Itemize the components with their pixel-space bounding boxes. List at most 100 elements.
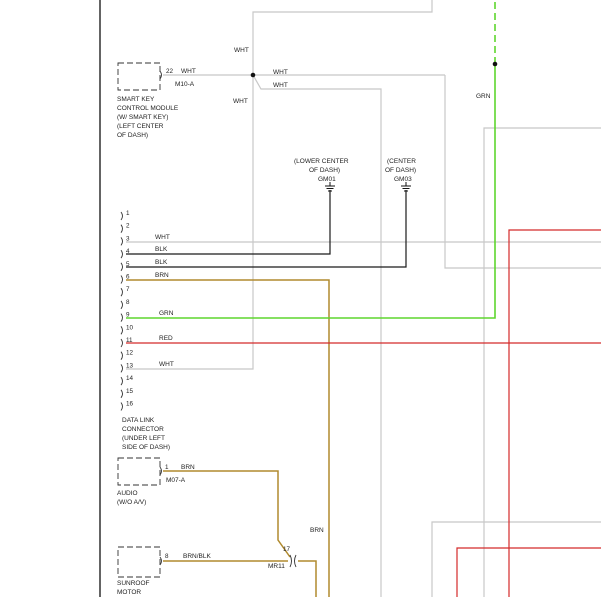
audio-name-line-2: (W/O A/V)	[117, 499, 146, 506]
dlc-pin-number: 12	[126, 350, 134, 357]
wire-label-brn-vertical: BRN	[310, 527, 324, 534]
dlc-pin-bump	[120, 237, 123, 246]
blk-wires	[126, 190, 407, 268]
component-boxes	[117, 62, 161, 578]
dlc-pin-bump	[120, 287, 123, 297]
wire-blk-pin5	[126, 190, 407, 268]
pin4-wire-label: BLK	[155, 246, 168, 253]
wire-label-wht-top: WHT	[234, 47, 249, 54]
ground-gm01-code: GM01	[318, 176, 336, 183]
smart-key-name-line-4: (LEFT CENTER	[117, 123, 164, 130]
dlc-pin-number: 6	[126, 274, 130, 281]
wht-wires	[126, 0, 601, 597]
dlc-pin-number: 15	[126, 388, 134, 395]
ground-gm03-line-2: OF DASH)	[385, 167, 416, 174]
smart-key-pin: 22	[166, 68, 174, 75]
dlc-pin-bump	[120, 249, 123, 259]
smart-key-name-line-1: SMART KEY	[117, 96, 155, 103]
sunroof-wire-label: BRN/BLK	[183, 553, 211, 560]
wire-label-wht-branch-1: WHT	[273, 69, 288, 76]
dlc-pin-number: 16	[126, 401, 134, 408]
ground-gm01-line-2: OF DASH)	[309, 167, 340, 174]
dlc-pin-bump	[120, 275, 123, 284]
dlc-pin-bump	[120, 338, 123, 348]
dlc-pin-number: 8	[126, 299, 130, 306]
audio-connector: M07-A	[166, 477, 186, 484]
ground-gm03-symbol	[401, 182, 411, 192]
dlc-pin-bump	[120, 351, 123, 360]
splice-grn	[492, 61, 498, 67]
ground-gm03-line-1: (CENTER	[387, 158, 416, 165]
dlc-pin-number: 3	[126, 235, 130, 242]
dlc-name-line-3: (UNDER LEFT	[122, 435, 165, 442]
dlc-pin-number: 2	[126, 223, 130, 230]
wire-wht-pin13	[126, 75, 254, 370]
splice-wht	[250, 72, 256, 78]
wire-blk-pin4	[126, 190, 331, 255]
ground-gm03-code: GM03	[394, 176, 412, 183]
pin13-wire-label: WHT	[159, 361, 174, 368]
wire-brn-audio	[163, 470, 291, 558]
smart-key-box	[117, 62, 161, 91]
dlc-pin-bump	[120, 300, 123, 310]
audio-wire-label: BRN	[181, 464, 195, 471]
dlc-pin-number: 9	[126, 312, 130, 319]
dlc-name-line-2: CONNECTOR	[122, 426, 164, 433]
connector-arcs	[159, 70, 162, 566]
wire-wht-right-lower	[431, 521, 601, 597]
sunroof-pin: 8	[165, 553, 169, 560]
wire-brn-mr11-out	[298, 560, 317, 597]
pin3-wire-label: WHT	[155, 234, 170, 241]
audio-box	[117, 457, 161, 486]
ground-gm01-symbol	[325, 182, 335, 192]
wire-wht-top-loop	[252, 0, 433, 75]
dlc-pin-number: 14	[126, 375, 134, 382]
wire-red-bottom	[456, 547, 601, 597]
smart-key-name-line-3: (W/ SMART KEY)	[117, 114, 168, 121]
grn-wires	[126, 0, 496, 319]
dlc-pin-number: 5	[126, 261, 130, 268]
mr11-pin: 17	[283, 546, 291, 553]
wire-brn-pin6	[126, 279, 330, 597]
wire-label-wht-down: WHT	[233, 98, 248, 105]
sunroof-name-line-2: MOTOR	[117, 589, 141, 596]
dlc-pin-bump	[120, 376, 123, 386]
smart-key-name-line-5: OF DASH)	[117, 132, 148, 139]
pin5-wire-label: BLK	[155, 259, 168, 266]
wire-grn-pin9	[126, 64, 496, 319]
dlc-pin-bump	[120, 389, 123, 399]
ground-gm01-line-1: (LOWER CENTER	[294, 158, 349, 165]
dlc-pin-number: 7	[126, 286, 130, 293]
pin9-wire-label: GRN	[159, 310, 174, 317]
dlc-pin-bump	[120, 262, 123, 272]
dlc-pin-number: 4	[126, 248, 130, 255]
brn-wires	[126, 279, 330, 597]
dlc-pin-bump	[120, 402, 123, 411]
pin11-wire-label: RED	[159, 335, 173, 342]
dlc-pin-number: 1	[126, 210, 130, 217]
red-wires	[126, 229, 601, 597]
dlc-pin-number: 10	[126, 324, 134, 331]
dlc-pin-bump	[120, 211, 123, 221]
audio-name-line-1: AUDIO	[117, 490, 138, 497]
dlc-pin-number: 13	[126, 362, 134, 369]
mr11-connector-symbol	[289, 554, 297, 568]
wire-wht-pin3-trunk	[444, 75, 601, 269]
wire-red-right	[508, 229, 601, 597]
sunroof-box	[117, 546, 161, 578]
dlc-pin-bump	[120, 326, 123, 335]
dlc-pin-bump	[120, 364, 123, 373]
audio-pin: 1	[165, 464, 169, 471]
wire-wht-branch-mid	[252, 74, 382, 597]
wire-label-wht-branch-2: WHT	[273, 82, 288, 89]
smart-key-name-line-2: CONTROL MODULE	[117, 105, 179, 112]
mr11-connector: MR11	[268, 563, 285, 570]
sunroof-name-line-1: SUNROOF	[117, 580, 150, 587]
dlc-name-line-1: DATA LINK	[122, 417, 155, 424]
smart-key-wire-label: WHT	[181, 68, 196, 75]
wire-wht-right-upper	[483, 127, 601, 597]
dlc-name-line-4: SIDE OF DASH)	[122, 444, 170, 451]
smart-key-connector: M10-A	[175, 81, 195, 88]
